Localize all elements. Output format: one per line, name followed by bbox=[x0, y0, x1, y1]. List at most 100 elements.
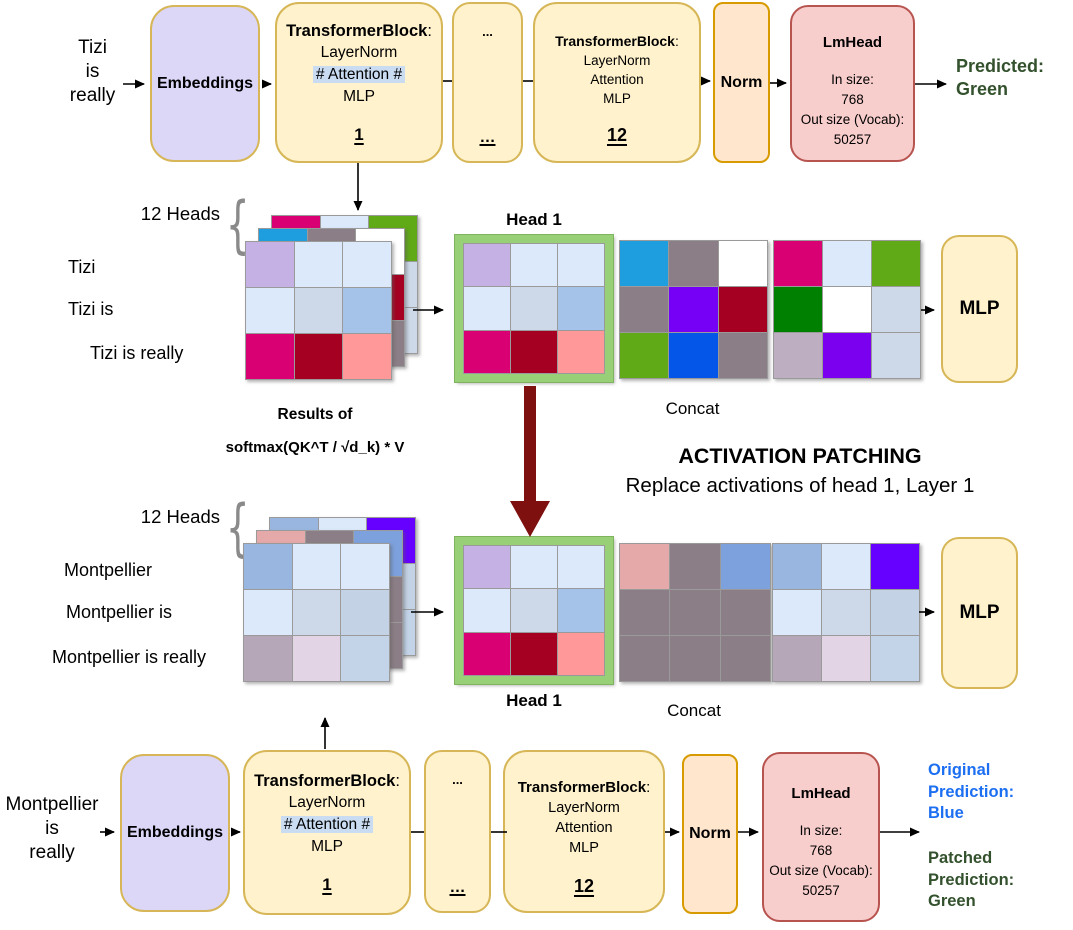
matrix-cell bbox=[670, 636, 720, 681]
matrix-cell bbox=[558, 589, 604, 632]
head1-matrix-top bbox=[463, 243, 605, 374]
mlp-label: MLP bbox=[603, 91, 631, 106]
matrix-cell bbox=[294, 288, 343, 333]
activation-patching-title: ACTIVATION PATCHING bbox=[678, 444, 922, 468]
matrix-cell bbox=[620, 636, 670, 681]
mlp-label: MLP bbox=[569, 840, 599, 856]
block-title: TransformerBlock: bbox=[286, 22, 432, 40]
attention-label: Attention bbox=[555, 820, 613, 836]
matrix-cell bbox=[718, 241, 767, 286]
norm-block-bottom: Norm bbox=[682, 754, 738, 914]
matrix-cell bbox=[822, 590, 870, 635]
matrix-cell bbox=[341, 544, 389, 589]
matrix-cell bbox=[670, 590, 720, 635]
patching-arrow-head bbox=[510, 501, 550, 537]
matrix-cell bbox=[511, 632, 557, 675]
patched-prediction-label: Patched Prediction: Green bbox=[928, 849, 1015, 910]
ellipsis-bottom: … bbox=[449, 879, 466, 896]
matrix-cell bbox=[464, 330, 510, 373]
layernorm-label: LayerNorm bbox=[583, 53, 651, 68]
matrix-cell bbox=[294, 242, 343, 287]
layernorm-label: LayerNorm bbox=[320, 44, 398, 61]
transformer-block-1-top: TransformerBlock: LayerNorm # Attention … bbox=[275, 2, 443, 163]
matrix-cell bbox=[464, 546, 510, 589]
mlp-block-attn-bottom: MLP bbox=[941, 537, 1018, 689]
transformer-block-12-bottom: TransformerBlock: LayerNorm Attention ML… bbox=[503, 750, 665, 913]
out-size-value: 50257 bbox=[802, 883, 840, 898]
attention-matrix-head1-top bbox=[245, 241, 392, 380]
matrix-cell bbox=[341, 636, 389, 681]
matrix-cell bbox=[558, 632, 604, 675]
lmhead-title: LmHead bbox=[791, 785, 851, 802]
norm-block-top: Norm bbox=[713, 2, 770, 163]
heads-count-label-top: 12 Heads bbox=[140, 203, 220, 224]
out-size-label: Out size (Vocab): bbox=[769, 863, 873, 878]
embeddings-block-bottom: Embeddings bbox=[120, 754, 230, 912]
embeddings-label: Embeddings bbox=[156, 74, 253, 92]
matrix-cell bbox=[773, 544, 821, 589]
matrix-cell bbox=[292, 636, 341, 681]
matrix-cell bbox=[244, 590, 292, 635]
concat-matrix-3-bottom bbox=[772, 543, 920, 682]
matrix-cell bbox=[773, 590, 821, 635]
matrix-cell bbox=[774, 333, 822, 378]
matrix-cell bbox=[872, 333, 920, 378]
block-title: TransformerBlock: bbox=[517, 779, 651, 796]
matrix-cell bbox=[822, 636, 870, 681]
matrix-cell bbox=[511, 330, 557, 373]
mlp-label: MLP bbox=[311, 838, 343, 855]
matrix-cell bbox=[244, 636, 292, 681]
attention-stack-bottom bbox=[243, 517, 416, 682]
matrix-cell bbox=[341, 590, 389, 635]
matrix-cell bbox=[872, 287, 920, 332]
block-number: 1 bbox=[354, 125, 364, 144]
matrix-cell bbox=[292, 590, 341, 635]
matrix-cell bbox=[871, 544, 919, 589]
concat-label-bottom: Concat bbox=[667, 701, 721, 720]
norm-label: Norm bbox=[689, 825, 731, 842]
heads-count-label-bottom: 12 Heads bbox=[140, 506, 220, 527]
matrix-cell bbox=[343, 242, 391, 287]
original-prediction-label: Original Prediction: Blue bbox=[928, 761, 1015, 822]
head1-label-bottom: Head 1 bbox=[506, 691, 562, 710]
concat-matrix-2-bottom bbox=[619, 543, 771, 682]
results-caption-line1: Results of bbox=[277, 406, 353, 423]
hidden-blocks-ellipsis-top: ... … bbox=[452, 2, 523, 163]
ellipsis-top: ... bbox=[452, 772, 463, 787]
embeddings-block-top: Embeddings bbox=[150, 5, 260, 162]
matrix-cell bbox=[620, 287, 669, 332]
row-label-montpellier-is-really: Montpellier is really bbox=[52, 647, 207, 667]
matrix-cell bbox=[294, 334, 343, 379]
input-sentence-top: Tizi is really bbox=[69, 37, 116, 106]
head1-matrix-highlighted-bottom bbox=[454, 536, 614, 685]
concat-matrix-3-top bbox=[773, 240, 921, 379]
matrix-cell bbox=[774, 241, 822, 286]
ellipsis-top: ... bbox=[482, 24, 493, 39]
layernorm-label: LayerNorm bbox=[288, 794, 366, 811]
block-title: TransformerBlock: bbox=[254, 772, 400, 790]
matrix-cell bbox=[620, 333, 669, 378]
mlp-block-attn-top: MLP bbox=[941, 235, 1018, 383]
row-label-tizi-is: Tizi is bbox=[68, 299, 114, 319]
matrix-cell bbox=[669, 333, 718, 378]
row-label-tizi-is-really: Tizi is really bbox=[90, 343, 184, 363]
matrix-cell bbox=[343, 334, 391, 379]
in-size-value: 768 bbox=[809, 843, 833, 858]
matrix-cell bbox=[464, 589, 510, 632]
matrix-cell bbox=[464, 244, 510, 287]
matrix-cell bbox=[511, 589, 557, 632]
matrix-cell bbox=[620, 544, 670, 589]
matrix-cell bbox=[292, 544, 341, 589]
results-caption-line2: softmax(QK^T / √d_k) * V bbox=[225, 439, 405, 456]
matrix-cell bbox=[511, 244, 557, 287]
row-label-tizi: Tizi bbox=[68, 257, 96, 277]
matrix-cell bbox=[823, 241, 871, 286]
patching-arrow-shaft bbox=[524, 386, 536, 503]
block-title: TransformerBlock: bbox=[555, 33, 679, 49]
matrix-cell bbox=[823, 287, 871, 332]
head1-matrix-highlighted-top bbox=[454, 234, 614, 383]
transformer-block-12-top: TransformerBlock: LayerNorm Attention ML… bbox=[533, 2, 701, 163]
matrix-cell bbox=[872, 241, 920, 286]
attention-label: # Attention # bbox=[280, 814, 374, 836]
